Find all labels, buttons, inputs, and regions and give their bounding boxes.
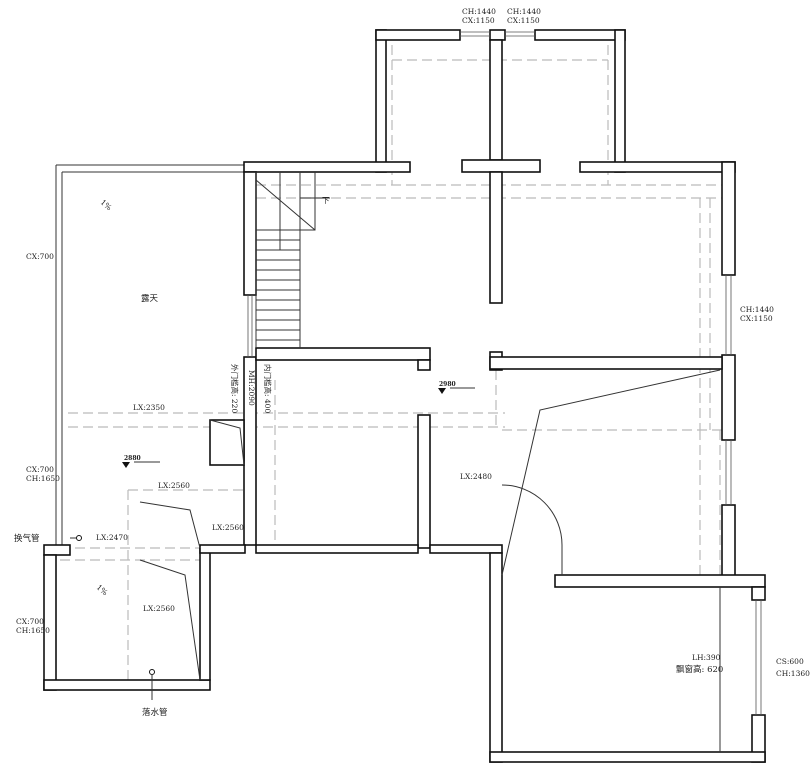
elevation-markers bbox=[70, 387, 475, 700]
bay-cs: CS:600 bbox=[776, 657, 804, 666]
outer-sill: 外门槛高: 220 bbox=[230, 364, 240, 413]
left-cx-mid: CX:700 bbox=[26, 465, 54, 474]
lx-2560-b: LX:2560 bbox=[212, 523, 244, 532]
lx-2480: LX:2480 bbox=[460, 472, 492, 481]
stair-down: 下 bbox=[322, 196, 330, 205]
lh-label: LH:390 bbox=[692, 653, 721, 662]
lx-2560-a: LX:2560 bbox=[158, 481, 190, 490]
inner-sill: 内门槛高: 400 bbox=[263, 364, 273, 413]
top-window-right-cx: CX:1150 bbox=[507, 16, 540, 25]
left-ch-mid: CH:1650 bbox=[26, 474, 60, 483]
terrace-name: 露天 bbox=[141, 294, 159, 304]
top-window-right-ch: CH:1440 bbox=[507, 7, 541, 16]
elev-hall: 2980 bbox=[439, 381, 456, 388]
door-height: MH:2090 bbox=[247, 370, 256, 406]
staircase bbox=[255, 172, 330, 348]
terrace-lx: LX:2350 bbox=[133, 403, 165, 412]
doors bbox=[139, 369, 721, 752]
terrace-slope: 1% bbox=[99, 198, 114, 213]
terrace-outline bbox=[55, 164, 244, 548]
top-window-left-ch: CH:1440 bbox=[462, 7, 496, 16]
left-cx-bottom: CX:700 bbox=[16, 617, 44, 626]
terrace-cx: CX:700 bbox=[26, 252, 54, 261]
windows bbox=[247, 31, 762, 715]
top-window-left-cx: CX:1150 bbox=[462, 16, 495, 25]
left-ch-bottom: CH:1650 bbox=[16, 626, 50, 635]
drain-pipe-label: 落水管 bbox=[142, 707, 168, 718]
right-window-ch: CH:1440 bbox=[740, 305, 774, 314]
vent-pipe-label: 换气管 bbox=[14, 533, 40, 544]
lx-2560-c: LX:2560 bbox=[143, 604, 175, 613]
right-window-cx: CX:1150 bbox=[740, 314, 773, 323]
elev-terrace: 2880 bbox=[124, 455, 141, 462]
lx-2470: LX:2470 bbox=[96, 533, 128, 542]
walls bbox=[43, 29, 766, 763]
bay-ch: CH:1360 bbox=[776, 669, 810, 678]
bay-window-height: 飘窗高: 620 bbox=[676, 664, 723, 675]
bottom-slope: 1% bbox=[95, 583, 110, 598]
